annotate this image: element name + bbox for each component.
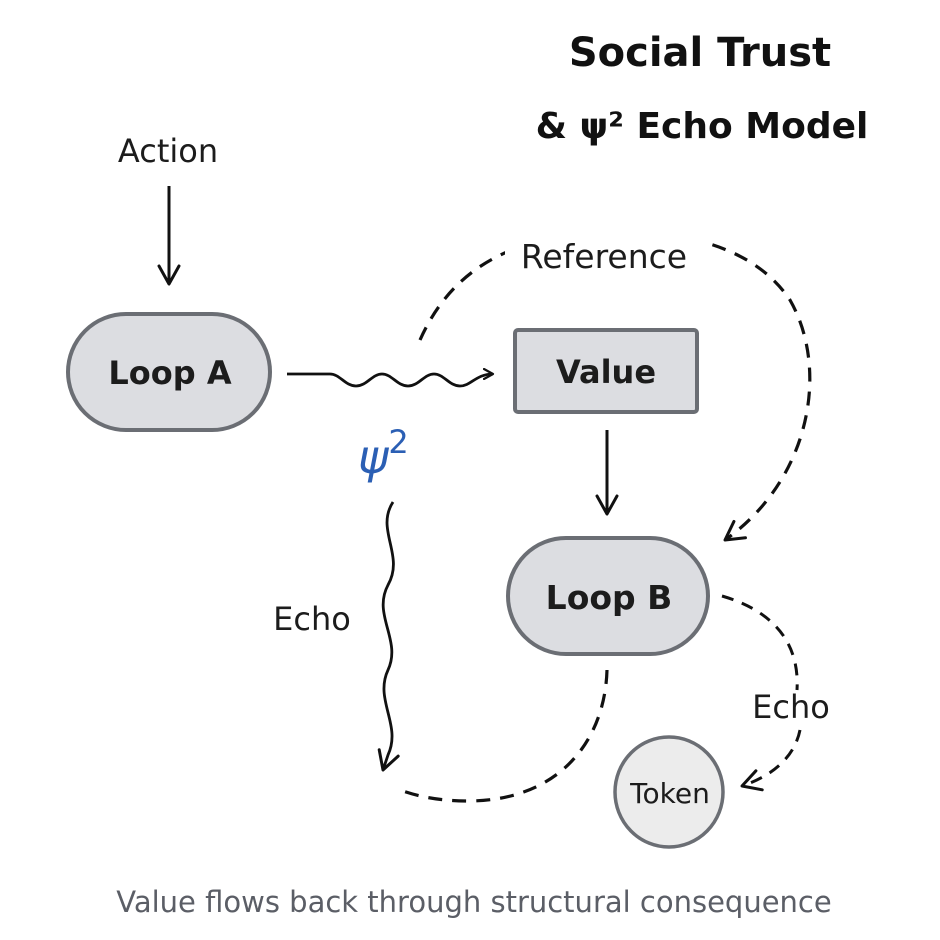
action-label: Action: [118, 132, 218, 170]
loop-b-label: Loop B: [546, 578, 673, 617]
loop-b-bottom-dashed-path: [399, 669, 609, 803]
node-loop-b[interactable]: Loop B: [506, 536, 710, 656]
wavy-arrow-loop-a-to-value: [287, 374, 493, 388]
node-loop-a[interactable]: Loop A: [66, 312, 272, 432]
echo-right-label: Echo: [752, 688, 830, 726]
node-value[interactable]: Value: [513, 328, 699, 414]
loop-b-to-token-dashed-top: [721, 594, 799, 691]
reference-label: Reference: [521, 237, 687, 276]
reference-label-bg: [505, 230, 705, 282]
title-line-1: Social Trust: [569, 30, 831, 76]
loop-b-to-token-dashed-arrow: [740, 729, 802, 792]
value-label: Value: [556, 353, 656, 391]
psi-squared-label: ψ2: [358, 423, 409, 484]
echo-wavy-arrow: [377, 501, 400, 772]
title-line-2: & ψ² Echo Model: [536, 106, 869, 147]
node-token[interactable]: Token: [613, 735, 725, 849]
loop-a-label: Loop A: [108, 354, 231, 392]
echo-left-label: Echo: [273, 600, 351, 638]
token-label: Token: [629, 777, 710, 810]
caption: Value flows back through structural cons…: [116, 885, 831, 919]
